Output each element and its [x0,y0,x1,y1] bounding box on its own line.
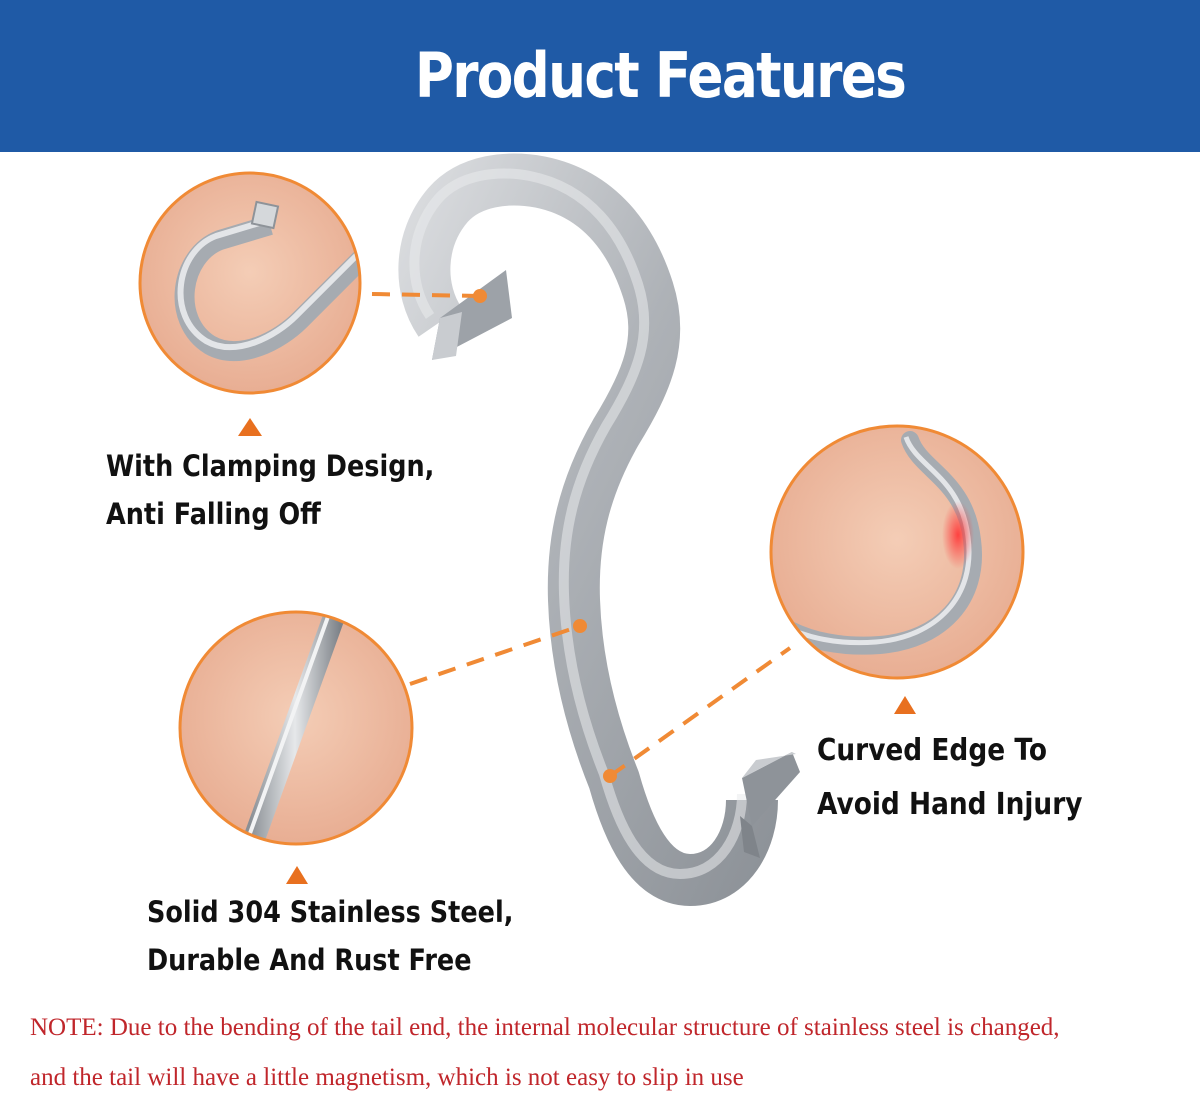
feature-label-steel: Solid 304 Stainless Steel, Durable And R… [147,888,513,984]
product-illustration [138,153,1025,906]
header-banner: Product Features [0,0,1200,152]
feature-label-line: With Clamping Design, [106,449,435,483]
zoom-circle-rod [178,610,414,846]
zoom-circle-clamp [138,171,362,395]
arrow-up-icon [286,866,308,884]
connector-lines [371,292,792,778]
feature-label-curved-edge: Curved Edge To Avoid Hand Injury [817,724,1082,832]
zoom-circle-curved-edge [769,424,1025,680]
feature-label-clamp: With Clamping Design, Anti Falling Off [106,442,434,538]
connector-dot-middle [573,619,587,633]
page-title: Product Features [414,39,907,112]
note-line: and the tail will have a little magnetis… [30,1064,744,1091]
s-hook [398,153,800,906]
feature-label-line: Avoid Hand Injury [817,787,1083,822]
feature-label-line: Anti Falling Off [106,497,321,531]
note-line: NOTE: Due to the bending of the tail end… [30,1014,1060,1041]
feature-label-line: Durable And Rust Free [147,943,472,977]
arrow-up-icon [894,696,916,714]
magnetism-note: NOTE: Due to the bending of the tail end… [30,1003,1190,1103]
connector-dot-bottom [603,769,617,783]
feature-label-line: Solid 304 Stainless Steel, [147,895,514,929]
arrow-up-icon [238,418,262,436]
connector-dot-top [473,289,487,303]
feature-label-line: Curved Edge To [817,733,1047,768]
